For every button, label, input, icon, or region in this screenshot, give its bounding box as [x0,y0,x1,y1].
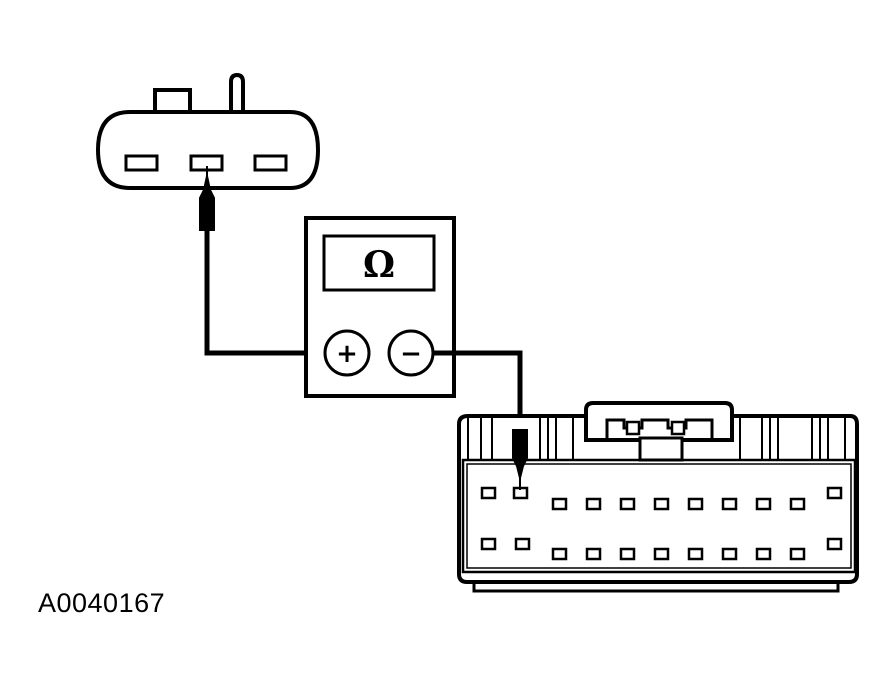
harness-connector-icon [457,401,859,593]
ohmmeter-icon: Ω + − [304,216,456,398]
test-probe-icon [199,175,215,231]
sensor-pin-cavity [124,154,159,172]
harness-pin-row-1 [480,486,843,511]
negative-terminal-label: − [400,339,422,369]
ohmmeter-display [322,234,436,292]
test-probe-icon [512,429,528,479]
negative-test-lead [433,350,523,432]
ohmmeter-display-symbol: Ω [363,244,395,286]
harness-pin-row-2 [480,537,843,561]
sensor-connector-icon [95,72,321,190]
positive-test-lead [199,166,323,356]
figure-reference-id: A0040167 [38,588,166,618]
positive-terminal-label: + [336,339,358,369]
positive-terminal [323,329,371,377]
sensor-pin-cavity [253,154,288,172]
